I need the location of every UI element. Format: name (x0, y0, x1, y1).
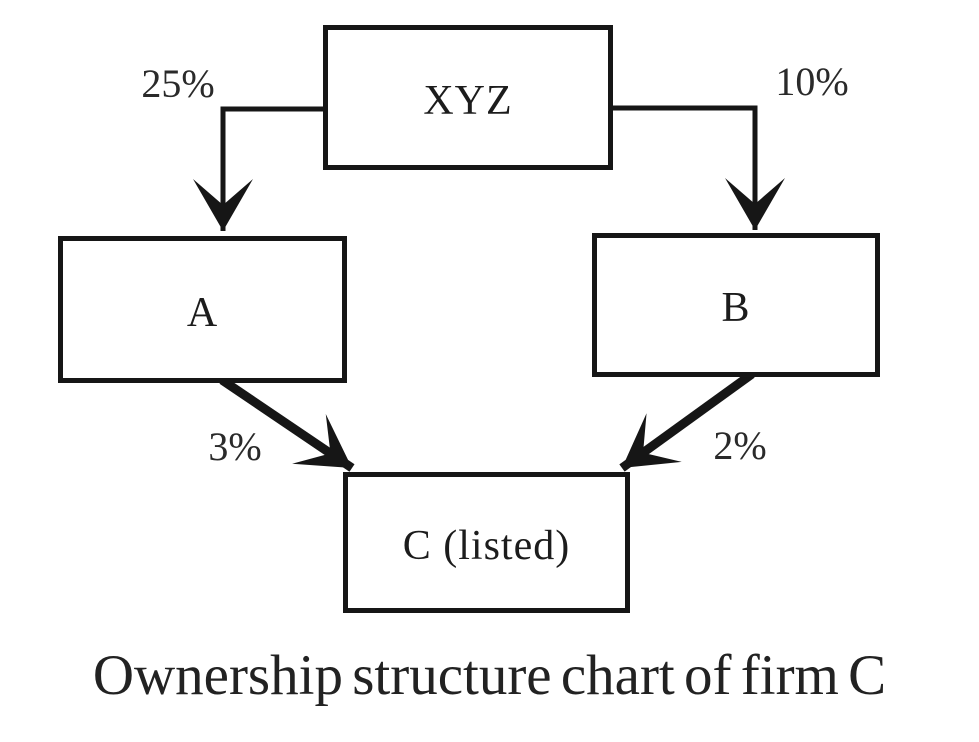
node-a-label: A (186, 289, 219, 336)
node-c-listed: C (listed) (343, 472, 630, 613)
edge-label-b-c: 2% (713, 423, 767, 468)
node-xyz: XYZ (323, 25, 613, 170)
node-a: A (58, 236, 347, 383)
edge-xyz-to-b (613, 105, 785, 230)
node-xyz-label: XYZ (423, 77, 513, 124)
edge-label-a-c: 3% (208, 424, 262, 469)
edge-xyz-to-a (193, 106, 323, 231)
diagram-caption: Ownership structure chart of firm C (92, 644, 887, 707)
edge-label-xyz-a: 25% (141, 61, 215, 106)
edge-a-to-c (219, 376, 355, 472)
node-c-label: C (listed) (402, 522, 571, 569)
edge-label-xyz-b: 10% (775, 59, 849, 104)
edge-b-to-c (619, 370, 755, 472)
node-b: B (592, 233, 880, 377)
node-b-label: B (721, 285, 751, 331)
